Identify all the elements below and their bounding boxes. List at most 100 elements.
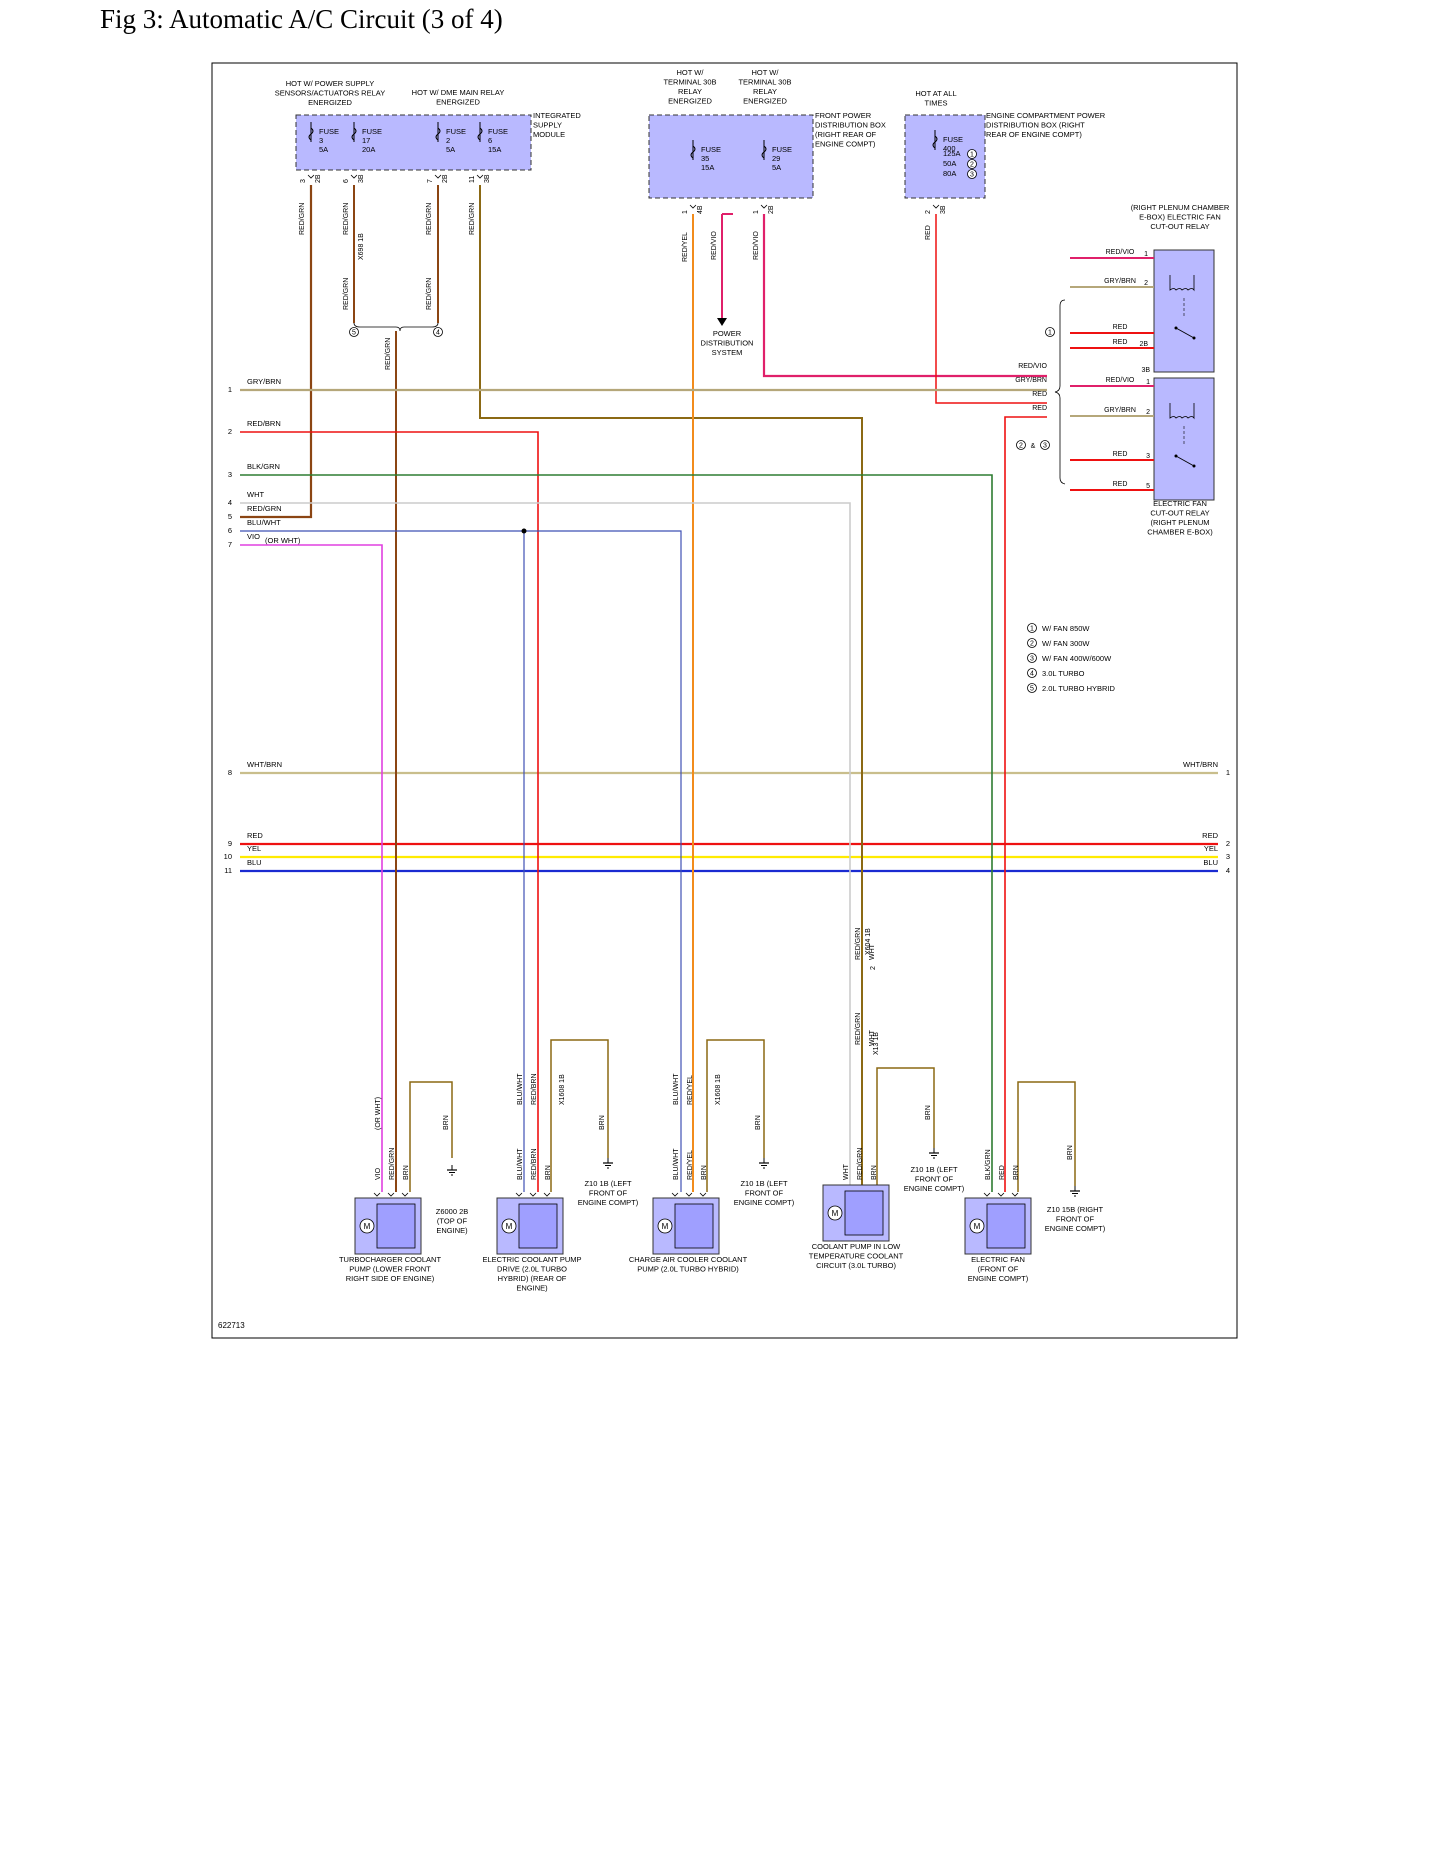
relay-pin-number: 3B [1141,367,1150,374]
connector-id: 3B [484,174,491,183]
relay-label-lower: CUT-OUT RELAY [1150,509,1209,518]
wire-label: RED/GRN [426,203,433,235]
option-marker [1040,440,1050,450]
relay-label-upper: (RIGHT PLENUM CHAMBER [1131,203,1230,212]
bus-wire-label-left: GRY/BRN [247,377,281,386]
relay-wire-label: RED [1032,391,1047,398]
supply-label-power-relay: HOT W/ POWER SUPPLY [286,79,374,88]
bus-wire-label-left: RED/GRN [247,504,282,513]
option-marker: 1 [970,152,974,159]
ground-label-right-front: ENGINE COMPT) [1045,1224,1106,1233]
pin-number: 2 [870,966,877,970]
relay-label-lower: CHAMBER E-BOX) [1147,528,1213,537]
relay-pin-label: RED [1113,481,1128,488]
supply-label-terminal30b-a: TERMINAL 30B [663,78,716,87]
wire-red-vio [762,214,1047,378]
pin-number: 2 [925,210,932,214]
wire-red [935,214,1047,404]
component-label-cac-pump: PUMP (2.0L TURBO HYBRID) [637,1265,739,1274]
pin [997,1192,1005,1197]
bus-wire-label-right: RED [1202,831,1218,840]
wire-label: WHT [869,1029,876,1046]
wire-label: RED/YEL [682,232,689,262]
component-pin-label: WHT [843,1163,850,1180]
connector-id: X604 1B [865,928,872,955]
pin-number: 6 [343,179,350,183]
bus-wire-label-left: BLU [247,858,262,867]
relay-upper-internals [1175,327,1195,339]
ground-label-top-of-engine: (TOP OF [437,1217,468,1226]
component-label-lt-pump: CIRCUIT (3.0L TURBO) [816,1261,896,1270]
component-label-electric-pump: ENGINE) [516,1284,548,1293]
pin [932,204,940,209]
component-cac-pump [657,1218,673,1234]
option-marker [1016,440,1026,450]
fuse-box-integrated-supply [295,114,532,171]
module-label-integrated-supply: SUPPLY [533,121,562,130]
relay-upper-internals [1169,275,1195,292]
component-pin-label: BLU/WHT [517,1148,524,1180]
option-amp: & [1031,443,1036,450]
supply-label-terminal30b-a: RELAY [678,87,702,96]
ground-label-left-front: FRONT OF [589,1189,628,1198]
option-marker: 3 [1043,443,1047,450]
component-pin-label: RED/BRN [531,1148,538,1180]
fuse-17: 20A [362,145,375,154]
supply-label-terminal30b-b: RELAY [753,87,777,96]
wire-label: BRN [755,1115,762,1130]
wire-label: RED/GRN [385,338,392,370]
bus-pin-left: 4 [228,498,232,507]
fuse-17: FUSE [362,127,382,136]
legend-marker: 3 [1030,656,1034,663]
arrow-power-distribution [717,318,727,326]
legend-marker: 2 [1030,641,1034,648]
bus-wire-label-right: WHT/BRN [1183,760,1218,769]
module-label-integrated-supply: MODULE [533,130,565,139]
wire-label: RED/GRN [469,203,476,235]
fuse-3: 3 [319,136,323,145]
fuse-29 [761,145,767,159]
relay-label-lower: ELECTRIC FAN [1153,499,1207,508]
wire-label: RED/GRN [299,203,306,235]
component-label-turbo-pump: RIGHT SIDE OF ENGINE) [346,1274,435,1283]
component-label-electric-fan: ENGINE COMPT) [968,1274,1029,1283]
legend-marker [1027,623,1037,633]
component-electric-coolant-pump: M [506,1222,513,1231]
module-label-front-pdb: ENGINE COMPT) [815,140,876,149]
pin [699,1192,707,1197]
bus-wire-label-left: RED/BRN [247,419,281,428]
component-electric-fan [986,1203,1026,1249]
fuse-2 [435,127,441,141]
fuse-35: FUSE [701,145,721,154]
ground-label-left-front: FRONT OF [745,1189,784,1198]
component-turbo-pump [376,1203,416,1249]
relay-pin-number: 3 [1146,453,1150,460]
relay-upper-internals [1192,336,1196,340]
fuse-17: 17 [362,136,370,145]
pin-number: 3 [300,179,307,183]
component-label-turbo-pump: PUMP (LOWER FRONT [349,1265,431,1274]
pin [307,174,315,179]
label-power-distribution-system: DISTRIBUTION [701,339,754,348]
supply-label-terminal30b-a: ENERGIZED [668,97,712,106]
connector-id: X1608 1B [559,1074,566,1105]
wire-label: BRN [443,1115,450,1130]
ground-label-top-of-engine: ENGINE) [436,1226,468,1235]
connector-id: 3B [358,174,365,183]
relay-pin-number: 1 [1144,251,1148,258]
bus-pin-right: 4 [1226,866,1230,875]
component-label-electric-pump: HYBRID) (REAR OF [498,1274,567,1283]
wire-vio [240,544,383,1192]
pin [387,1192,395,1197]
relay-pin-number: 5 [1146,483,1150,490]
relay-label-upper: CUT-OUT RELAY [1150,222,1209,231]
module-label-front-pdb: DISTRIBUTION BOX [815,121,886,130]
module-label-front-pdb: (RIGHT REAR OF [815,130,877,139]
component-label-lt-pump: COOLANT PUMP IN LOW [812,1242,901,1251]
connector-id: 4B [697,205,704,214]
wire-label: RED/YEL [687,1075,694,1105]
option-marker [967,149,977,159]
component-pin-label: RED/GRN [389,1148,396,1180]
relay-wire-label: RED [1032,405,1047,412]
